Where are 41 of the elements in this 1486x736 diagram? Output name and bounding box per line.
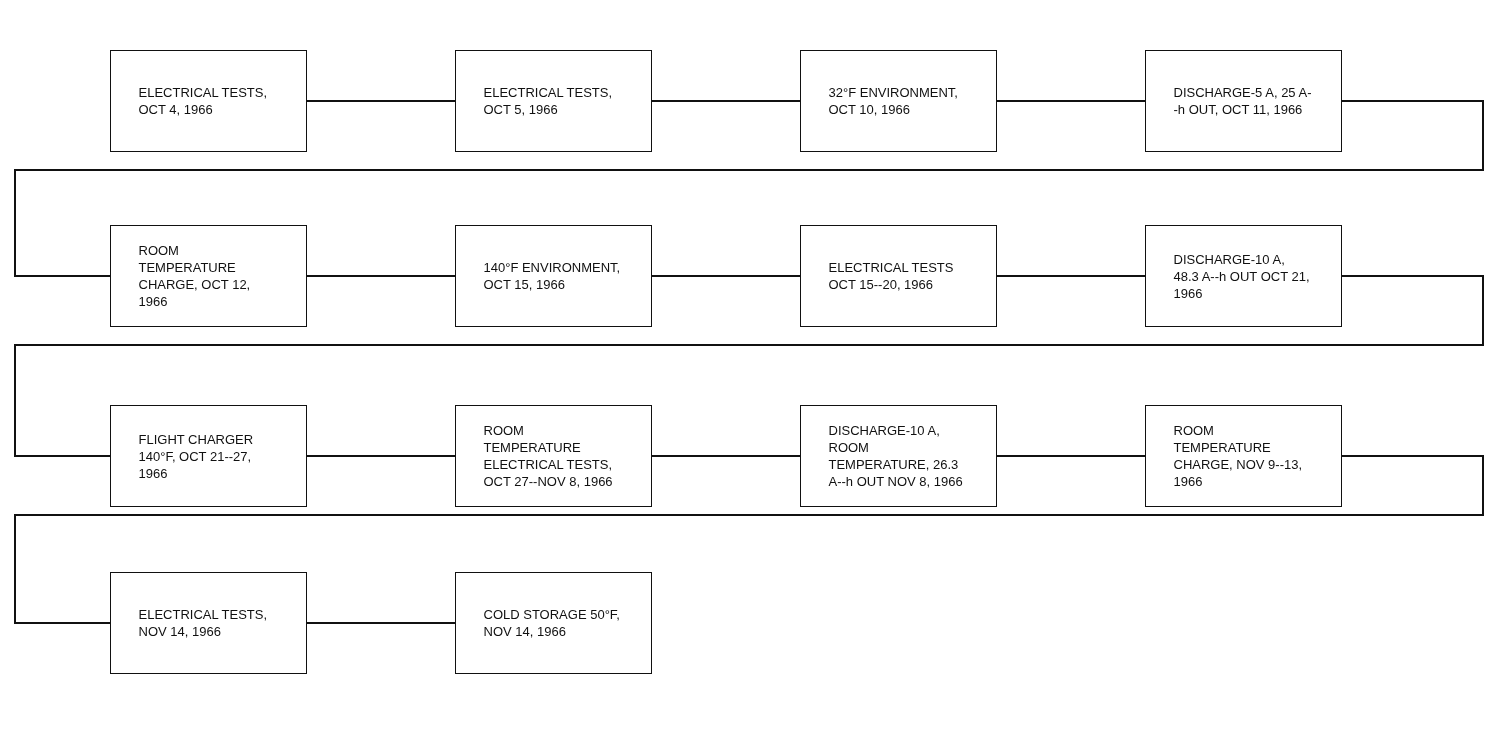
connector-line [306,100,456,102]
process-box [455,405,652,507]
connector-line [996,455,1146,457]
box-text: ELECTRICAL TESTS, OCT 4, 1966 [138,84,269,118]
connector-line [996,275,1146,277]
process-box [1145,405,1342,507]
box-text: ELECTRICAL TESTS, OCT 5, 1966 [483,84,614,118]
connector-line [651,275,801,277]
box-text: DISCHARGE-10 A, 48.3 A--h OUT OCT 21, 1966 [1173,250,1311,302]
box-text: FLIGHT CHARGER 140°F, OCT 21--27, 1966 [138,430,255,482]
connector-line [306,455,456,457]
box-text: COLD STORAGE 50°F, NOV 14, 1966 [483,606,621,640]
box-text: 140°F ENVIRONMENT, OCT 15, 1966 [483,259,622,293]
box-text: ROOM TEMPERATURE CHARGE, OCT 12, 1966 [138,242,252,310]
connector-line [306,275,456,277]
connector-line [14,100,1484,277]
box-text: ELECTRICAL TESTS OCT 15--20, 1966 [828,259,955,293]
process-box [455,50,652,152]
box-text: 32°F ENVIRONMENT, OCT 10, 1966 [828,84,959,118]
process-box [110,405,307,507]
process-box [110,572,307,674]
connector-line [651,100,801,102]
process-box [1145,225,1342,327]
process-box [800,225,997,327]
connector-line [306,622,456,624]
process-box [1145,50,1342,152]
box-text: ELECTRICAL TESTS, NOV 14, 1966 [138,606,269,640]
process-box [455,572,652,674]
connector-line [14,455,1484,624]
connector-line [14,275,1484,457]
box-text: ROOM TEMPERATURE ELECTRICAL TESTS, OCT 27--NOV 8, 1966 [483,422,614,490]
process-box [110,50,307,152]
process-box [800,405,997,507]
box-text: DISCHARGE-5 A, 25 A--h OUT, OCT 11, 1966 [1173,84,1313,118]
process-box [800,50,997,152]
connector-line [651,455,801,457]
box-text: DISCHARGE-10 A, ROOM TEMPERATURE, 26.3 A--h OUT NOV 8, 1966 [828,422,964,490]
process-box [110,225,307,327]
connector-line [996,100,1146,102]
process-box [455,225,652,327]
box-text: ROOM TEMPERATURE CHARGE, NOV 9--13, 1966 [1173,422,1304,490]
